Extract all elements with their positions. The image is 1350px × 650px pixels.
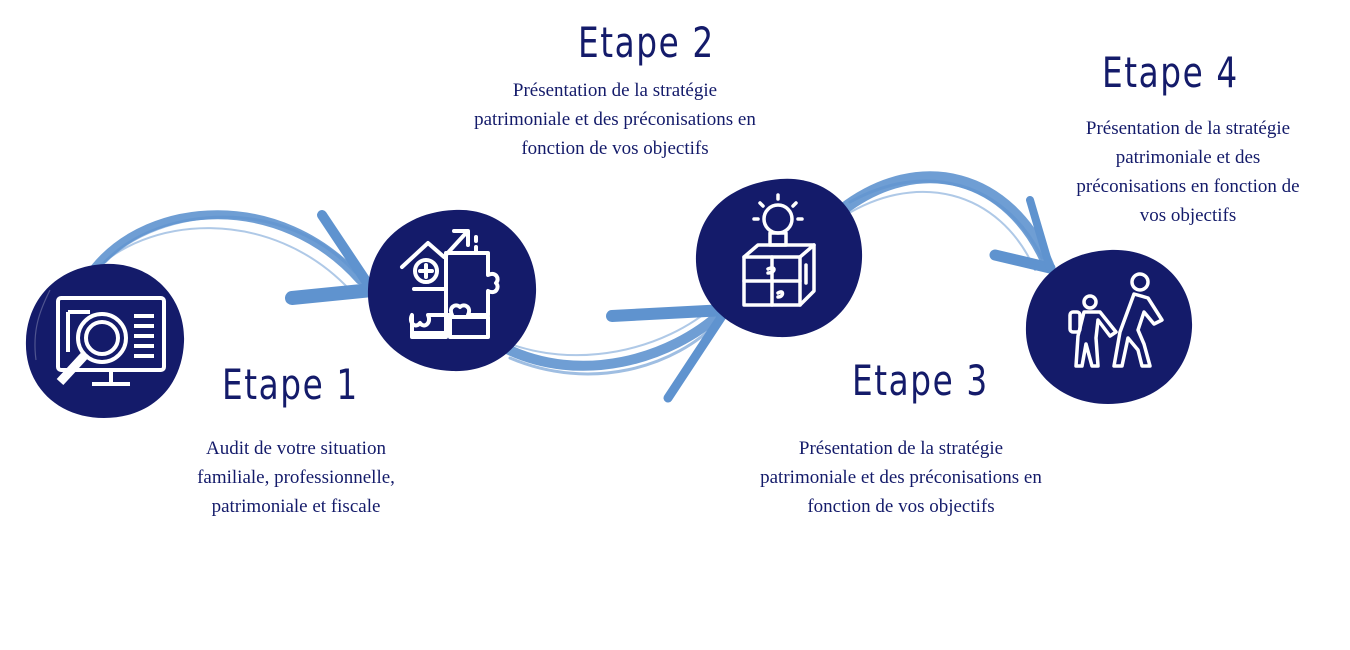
arrow-2-to-3	[499, 304, 732, 403]
step-2-circle	[367, 209, 537, 372]
step-4-line-1: Présentation de la stratégie	[1085, 118, 1291, 139]
step-3-line-3: fonction de vos objectifs	[807, 496, 995, 517]
parent-child-walking-icon	[1068, 272, 1164, 368]
step-3-description: Présentation de la stratégie patrimonial…	[741, 434, 1061, 521]
step-4-line-4: vos objectifs	[1139, 205, 1237, 226]
step-1-title: Etape 1	[222, 360, 359, 409]
step-1-line-3: patrimoniale et fiscale	[211, 496, 381, 517]
arrow-1-to-2	[89, 210, 379, 305]
step-4-line-3: préconisations en fonction de	[1076, 176, 1300, 197]
step-3-title: Etape 3	[852, 356, 989, 405]
step-4-description: Présentation de la stratégie patrimonial…	[1058, 114, 1318, 230]
step-2-line-1: Présentation de la stratégie	[512, 80, 718, 101]
arrow-3-to-4	[836, 171, 1056, 274]
step-2-description: Présentation de la stratégie patrimonial…	[455, 76, 775, 163]
step-2-title: Etape 2	[578, 18, 715, 67]
lightbulb-puzzle-box-icon	[742, 193, 816, 307]
step-3-circle	[695, 178, 863, 338]
computer-magnifier-icon	[56, 296, 166, 386]
step-2-line-3: fonction de vos objectifs	[521, 138, 709, 159]
step-4-circle	[1025, 249, 1193, 404]
step-4-title: Etape 4	[1102, 48, 1239, 97]
step-1-line-1: Audit de votre situation	[206, 438, 386, 459]
step-3-line-1: Présentation de la stratégie	[798, 438, 1004, 459]
step-1-circle	[25, 263, 185, 418]
step-3-line-2: patrimoniale et des préconisations en	[760, 467, 1042, 488]
puzzle-growth-icon	[400, 229, 500, 339]
step-1-description: Audit de votre situation familiale, prof…	[156, 434, 436, 521]
step-4-line-2: patrimoniale et des	[1115, 147, 1261, 168]
step-2-line-2: patrimoniale et des préconisations en	[474, 109, 756, 130]
step-1-line-2: familiale, professionnelle,	[197, 467, 395, 488]
